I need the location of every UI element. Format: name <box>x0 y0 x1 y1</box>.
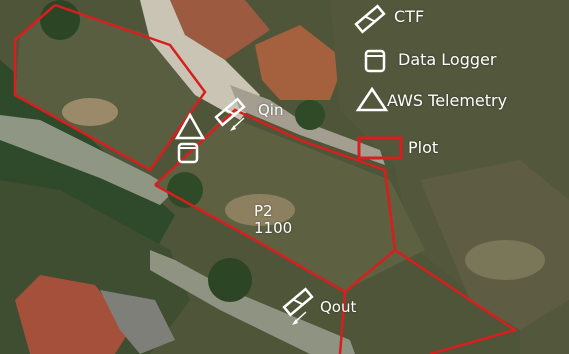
legend-label-ctf: CTF <box>394 7 425 26</box>
road-diagonal <box>0 115 175 205</box>
legend-label-plot: Plot <box>408 138 439 157</box>
marker-label-qout: Qout <box>320 298 357 316</box>
flow-arrow-in <box>232 117 245 129</box>
building-roof-2 <box>255 25 345 100</box>
flow-arrowhead-in <box>230 125 236 131</box>
ctf-icon <box>214 97 246 127</box>
flow-arrow-out <box>294 311 307 323</box>
legend-data-logger-icon <box>364 49 386 73</box>
plot-outline-bottom <box>338 291 347 354</box>
building-bottom-gray <box>100 290 175 354</box>
legend-aws-telemetry-icon <box>355 86 389 112</box>
aws-telemetry-icon <box>174 112 206 140</box>
data-logger-icon <box>177 142 199 164</box>
plot-outline-top-left <box>13 3 207 172</box>
legend-ctf-icon <box>354 4 386 34</box>
flow-arrowhead-out <box>292 319 298 325</box>
plot-value-label: 1100 <box>254 219 293 237</box>
tree-cluster <box>208 258 252 302</box>
building-roof-1 <box>170 0 270 60</box>
p2-bare-soil <box>225 194 295 226</box>
right-bare-soil <box>465 240 545 280</box>
legend-plot-boundary-icon <box>357 136 403 160</box>
building-roof-bottom <box>15 275 130 354</box>
building-area <box>140 0 260 120</box>
legend-label-aws-telemetry: AWS Telemetry <box>387 91 508 110</box>
legend-label-data-logger: Data Logger <box>398 50 497 69</box>
tree-cluster <box>295 100 325 130</box>
marker-label-qin: Qin <box>258 101 284 119</box>
plot-outline-right-edge <box>383 169 397 251</box>
bare-soil-patch <box>62 98 118 126</box>
plot-outline-lower <box>394 248 518 354</box>
bottom-road <box>150 250 355 354</box>
ctf-icon <box>282 287 314 317</box>
plot-name-label: P2 <box>254 202 273 220</box>
tree-cluster <box>167 172 203 208</box>
